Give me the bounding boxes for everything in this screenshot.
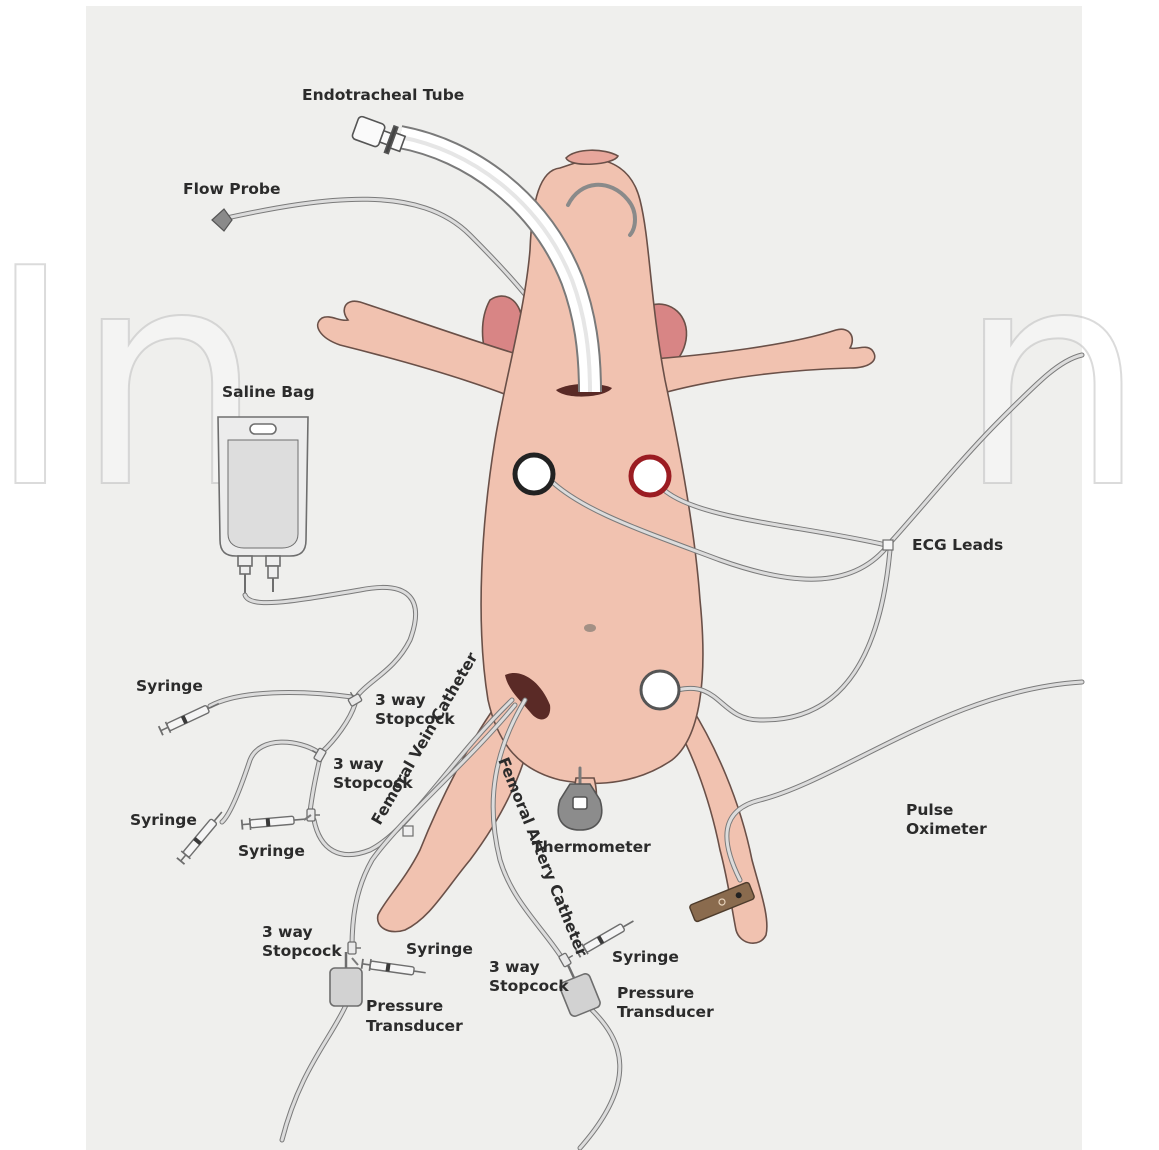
- label-saline-bag: Saline Bag: [222, 383, 315, 401]
- label-stopcock-1-line1: 3 way: [375, 691, 426, 709]
- saline-bag: [218, 417, 308, 595]
- label-stopcock-3-line2: Stopcock: [262, 942, 342, 960]
- label-pressure-transducer-1-line1: Pressure: [366, 997, 443, 1015]
- label-stopcock-4-line2: Stopcock: [489, 977, 569, 995]
- label-syringe-4: Syringe: [406, 940, 473, 958]
- label-stopcock-2-line1: 3 way: [333, 755, 384, 773]
- label-pulse-oximeter-line2: Oximeter: [906, 820, 987, 838]
- label-flow-probe: Flow Probe: [183, 180, 281, 198]
- label-ecg-leads: ECG Leads: [912, 536, 1003, 554]
- label-pressure-transducer-1-line2: Transducer: [366, 1017, 463, 1035]
- label-pressure-transducer-2-line2: Transducer: [617, 1003, 714, 1021]
- thermometer: [558, 784, 602, 830]
- label-stopcock-4-line1: 3 way: [489, 958, 540, 976]
- navel: [584, 624, 596, 632]
- label-syringe-1: Syringe: [136, 677, 203, 695]
- label-syringe-5: Syringe: [612, 948, 679, 966]
- flow-probe-tip: [212, 209, 232, 231]
- label-pressure-transducer-2-line1: Pressure: [617, 984, 694, 1002]
- label-stopcock-3-line1: 3 way: [262, 923, 313, 941]
- label-syringe-3: Syringe: [238, 842, 305, 860]
- label-pulse-oximeter-line1: Pulse: [906, 801, 953, 819]
- label-endotracheal-tube: Endotracheal Tube: [302, 86, 464, 104]
- label-syringe-2: Syringe: [130, 811, 197, 829]
